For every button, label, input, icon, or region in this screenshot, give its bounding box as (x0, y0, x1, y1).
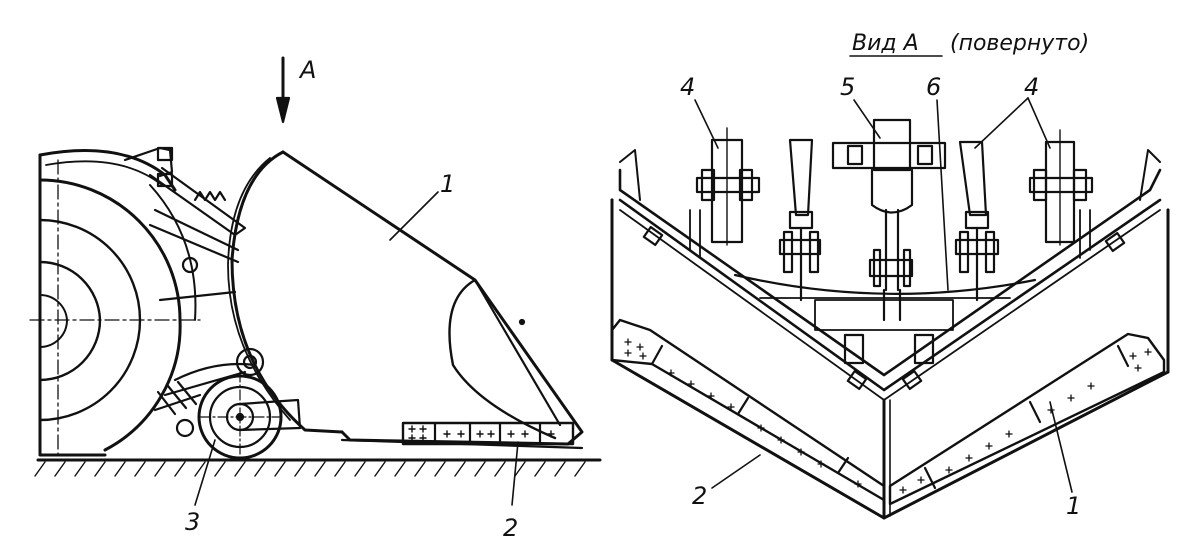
callout-2: 2 (503, 514, 518, 542)
support-roller (197, 347, 302, 463)
callout-1: 1 (440, 170, 455, 198)
ground-line (34, 458, 602, 477)
leader-lines-right (694, 97, 1073, 493)
arrow-label-a: A (298, 56, 316, 84)
view-title-note: (повернуто) (950, 31, 1089, 56)
callout-6: 6 (926, 73, 941, 101)
view-a: Вид А (повернуто) (610, 31, 1170, 520)
knife-left (610, 318, 886, 502)
view-title: Вид А (852, 31, 919, 56)
callout-2-right: 2 (692, 482, 707, 510)
callout-1-right: 1 (1066, 492, 1081, 520)
hitch-linkage (123, 146, 257, 438)
leader-lines-left (194, 191, 519, 506)
callout-5: 5 (840, 73, 855, 101)
hydraulic-cylinder (831, 118, 947, 322)
callout-4-left: 4 (680, 73, 695, 101)
callout-4-right: 4 (1024, 73, 1039, 101)
push-rods-right (954, 129, 1094, 302)
view-arrow-a (275, 56, 291, 124)
tractor-wheel (29, 149, 201, 457)
side-view: A 1 2 3 (29, 56, 602, 542)
knife-right (888, 332, 1166, 506)
cutting-knife (401, 421, 575, 446)
push-rods-left (689, 127, 822, 302)
mouldboard-blade (227, 150, 584, 450)
callout-3: 3 (185, 508, 200, 536)
